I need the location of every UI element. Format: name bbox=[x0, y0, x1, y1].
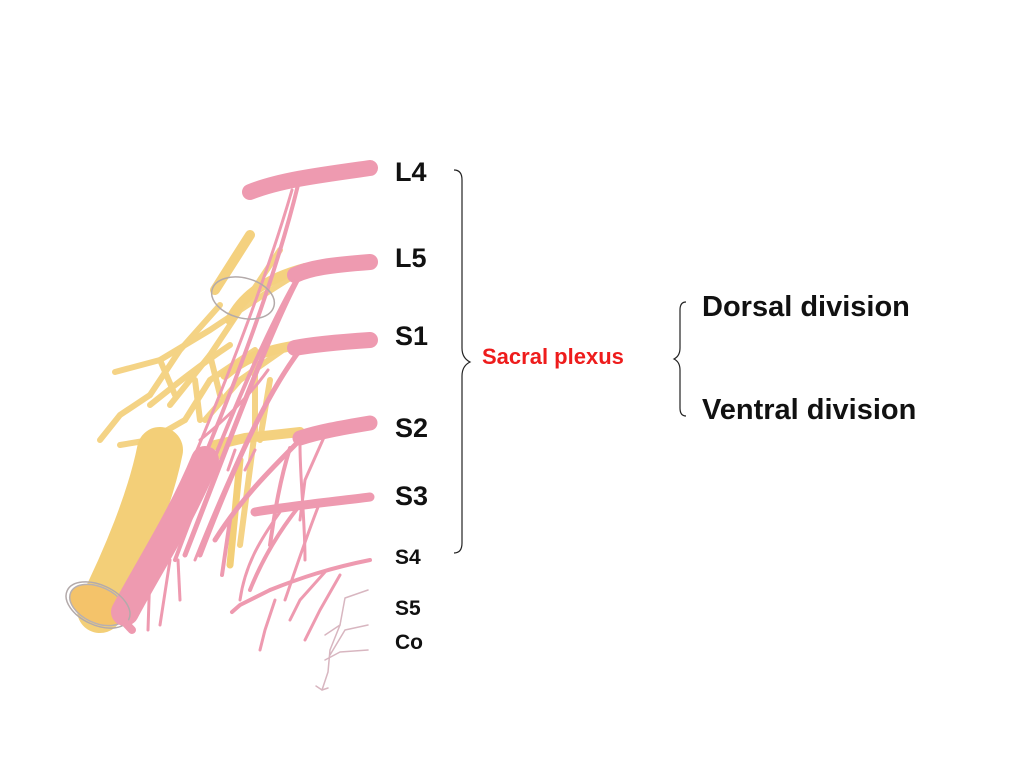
sacral-plexus-label: Sacral plexus bbox=[482, 344, 624, 369]
root-label-l5: L5 bbox=[395, 243, 427, 273]
root-label-l4: L4 bbox=[395, 157, 427, 187]
root-label-co: Co bbox=[395, 631, 423, 654]
root-label-s1: S1 bbox=[395, 321, 429, 351]
root-label-s4: S4 bbox=[395, 546, 421, 569]
root-label-s3: S3 bbox=[395, 481, 429, 511]
root-label-s5: S5 bbox=[395, 597, 421, 620]
root-label-s2: S2 bbox=[395, 413, 429, 443]
ventral-division-label: Ventral division bbox=[702, 394, 917, 426]
dorsal-division-label: Dorsal division bbox=[702, 291, 910, 323]
